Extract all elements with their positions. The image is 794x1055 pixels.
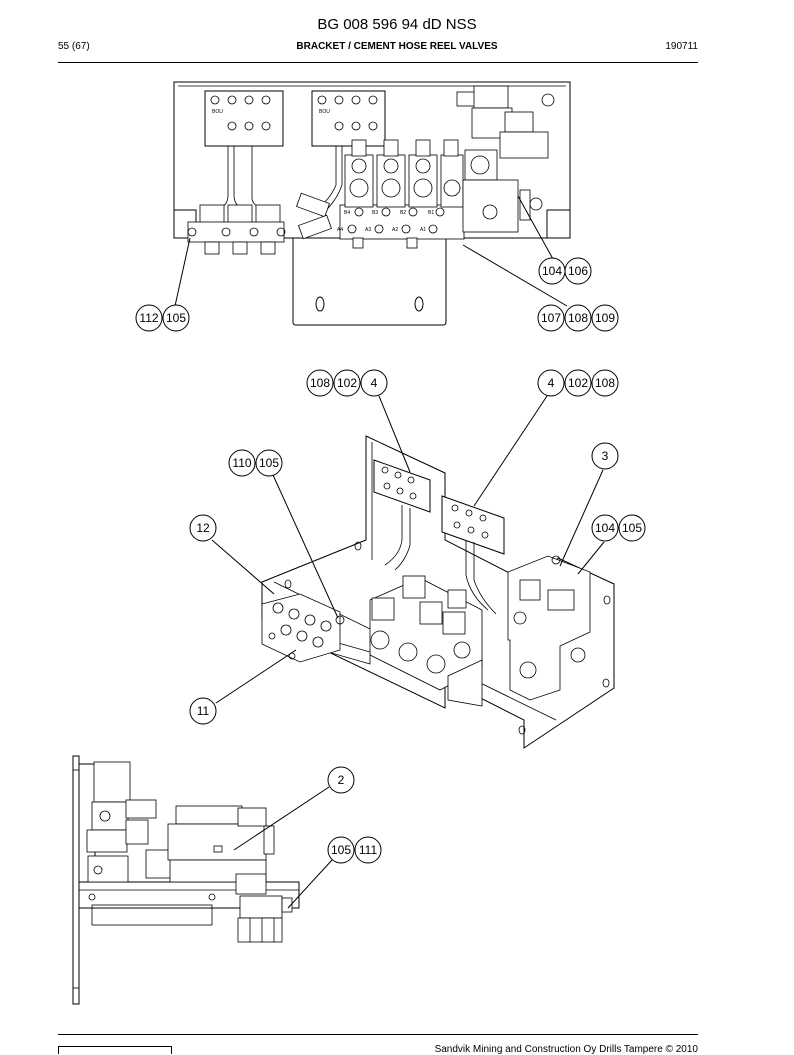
port-a1: A1: [420, 227, 426, 233]
svg-text:102: 102: [568, 376, 588, 390]
callout-105: 105: [327, 836, 355, 864]
callout-108: 108: [591, 369, 619, 397]
callout-105: 105: [162, 304, 190, 332]
footer-copyright: Sandvik Mining and Construction Oy Drill…: [434, 1044, 698, 1055]
isometric-view: [211, 395, 615, 749]
svg-text:11: 11: [197, 704, 210, 718]
footer-rule: [58, 1034, 698, 1035]
callout-106: 106: [564, 257, 592, 285]
callout-110: 110: [228, 449, 256, 477]
header-rule: [58, 62, 698, 63]
svg-text:104: 104: [542, 264, 562, 278]
svg-text:105: 105: [259, 456, 279, 470]
callout-104: 104: [591, 514, 619, 542]
callout-108: 108: [564, 304, 592, 332]
svg-text:109: 109: [595, 311, 615, 325]
port-b2: B2: [400, 210, 406, 216]
port-a3: A3: [365, 227, 371, 233]
callout-104: 104: [538, 257, 566, 285]
port-b4: B4: [344, 210, 350, 216]
callout-112: 112: [135, 304, 163, 332]
svg-text:102: 102: [337, 376, 357, 390]
callout-111: 111: [354, 836, 382, 864]
callout-105: 105: [618, 514, 646, 542]
svg-text:3: 3: [602, 449, 609, 463]
svg-text:108: 108: [568, 311, 588, 325]
svg-text:108: 108: [595, 376, 615, 390]
side-view: [72, 755, 333, 1005]
front-view: BOU BOU: [173, 81, 571, 326]
svg-text:2: 2: [338, 773, 345, 787]
svg-text:105: 105: [622, 521, 642, 535]
bou-label-2: BOU: [319, 109, 330, 115]
svg-text:4: 4: [548, 376, 555, 390]
svg-text:107: 107: [541, 311, 561, 325]
callout-102: 102: [333, 369, 361, 397]
callout-4: 4: [537, 369, 565, 397]
svg-text:105: 105: [166, 311, 186, 325]
callout-107: 107: [537, 304, 565, 332]
port-b3: B3: [372, 210, 378, 216]
svg-text:105: 105: [331, 843, 351, 857]
callout-102: 102: [564, 369, 592, 397]
callout-109: 109: [591, 304, 619, 332]
svg-text:4: 4: [371, 376, 378, 390]
sandvik-logo: [58, 1046, 172, 1054]
document-title: BG 008 596 94 dD NSS: [317, 16, 477, 33]
page-number: 55 (67): [58, 41, 90, 52]
callout-105: 105: [255, 449, 283, 477]
callout-2: 2: [327, 766, 355, 794]
callout-11: 11: [189, 697, 217, 725]
svg-text:112: 112: [139, 311, 158, 325]
svg-text:104: 104: [595, 521, 615, 535]
port-b1: B1: [428, 210, 434, 216]
svg-text:111: 111: [359, 843, 378, 857]
svg-text:106: 106: [568, 264, 588, 278]
svg-text:12: 12: [196, 521, 210, 535]
svg-text:108: 108: [310, 376, 330, 390]
callout-12: 12: [189, 514, 217, 542]
port-a4: A4: [337, 227, 343, 233]
bou-label-1: BOU: [212, 109, 223, 115]
port-a2: A2: [392, 227, 398, 233]
svg-text:110: 110: [232, 456, 251, 470]
callout-3: 3: [591, 442, 619, 470]
callout-4: 4: [360, 369, 388, 397]
section-title: BRACKET / CEMENT HOSE REEL VALVES: [296, 41, 498, 52]
callout-108: 108: [306, 369, 334, 397]
date-code: 190711: [665, 41, 698, 52]
